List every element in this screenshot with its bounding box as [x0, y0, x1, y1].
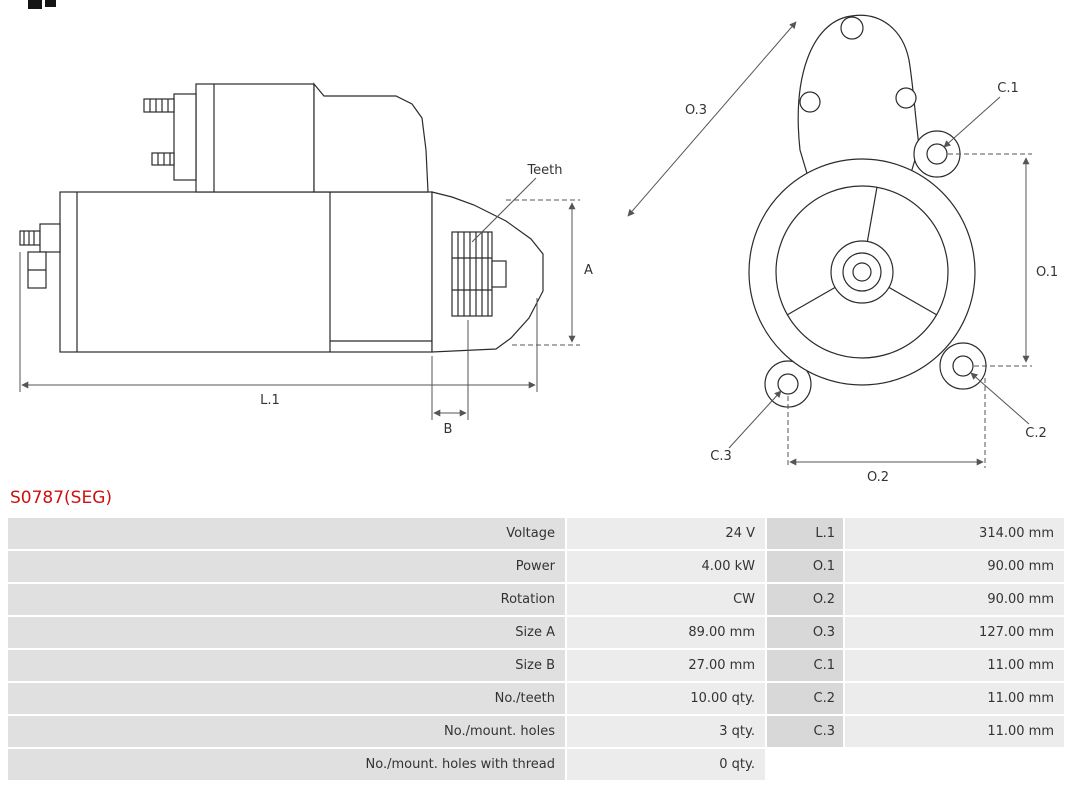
dim-l1-label: L.1: [260, 393, 280, 408]
spec-label: Size A: [8, 617, 565, 648]
dim-o2-label: O.2: [867, 470, 889, 485]
front-view-dimensions: [627, 21, 1032, 468]
dim-value: 127.00 mm: [845, 617, 1064, 648]
spec-value: 27.00 mm: [567, 650, 765, 681]
technical-drawing: Teeth A L.1 B: [19, 14, 1058, 485]
drive-housing-top: [313, 82, 429, 193]
spec-label: No./mount. holes: [8, 716, 565, 747]
tower-holes: [799, 16, 917, 113]
front-view: [748, 14, 987, 408]
dim-value: [845, 749, 1064, 780]
part-number: S0787(SEG): [10, 488, 113, 508]
spec-label: Size B: [8, 650, 565, 681]
terminal-stud-left: [19, 223, 61, 289]
center-hub: [830, 240, 894, 304]
dim-value: 11.00 mm: [845, 650, 1064, 681]
dim-c2-label: C.2: [1025, 426, 1046, 441]
dim-label: O.1: [767, 551, 843, 582]
dim-c1-label: C.1: [997, 81, 1018, 96]
side-view-labels: Teeth A L.1 B: [260, 163, 593, 437]
dim-o1-label: O.1: [1036, 265, 1058, 280]
spec-value: 0 qty.: [567, 749, 765, 780]
front-view-labels: O.3 O.1 O.2 C.1 C.2 C.3: [685, 81, 1058, 485]
flange-tower: [797, 14, 920, 191]
spec-value: 4.00 kW: [567, 551, 765, 582]
teeth-label: Teeth: [526, 163, 562, 178]
mounting-holes: [777, 143, 974, 395]
dim-value: 11.00 mm: [845, 683, 1064, 714]
dim-label: [767, 749, 843, 780]
dim-label: C.3: [767, 716, 843, 747]
dim-label: C.1: [767, 650, 843, 681]
pinion-gear: [451, 231, 507, 317]
spec-label: No./teeth: [8, 683, 565, 714]
dim-label: L.1: [767, 518, 843, 549]
corner-logo-fragment: [28, 0, 56, 9]
dim-a-label: A: [584, 263, 593, 278]
dim-value: 90.00 mm: [845, 551, 1064, 582]
spec-label: Power: [8, 551, 565, 582]
dim-value: 314.00 mm: [845, 518, 1064, 549]
dim-label: O.3: [767, 617, 843, 648]
spec-label: Voltage: [8, 518, 565, 549]
solenoid: [173, 83, 315, 193]
dim-label: C.2: [767, 683, 843, 714]
dim-b-label: B: [444, 422, 453, 437]
spec-value: 89.00 mm: [567, 617, 765, 648]
side-view: [19, 82, 544, 353]
spec-label: No./mount. holes with thread: [8, 749, 565, 780]
spec-value: CW: [567, 584, 765, 615]
motor-body: [59, 191, 433, 353]
spec-label: Rotation: [8, 584, 565, 615]
dim-c3-label: C.3: [710, 449, 731, 464]
side-view-dimensions: [19, 177, 580, 420]
solenoid-terminals: [143, 98, 175, 166]
dim-value: 11.00 mm: [845, 716, 1064, 747]
dim-o3-label: O.3: [685, 103, 707, 118]
dim-value: 90.00 mm: [845, 584, 1064, 615]
spec-value: 3 qty.: [567, 716, 765, 747]
dim-label: O.2: [767, 584, 843, 615]
spec-value: 24 V: [567, 518, 765, 549]
spec-value: 10.00 qty.: [567, 683, 765, 714]
spec-table: Voltage 24 V L.1 314.00 mm Power 4.00 kW…: [8, 518, 1072, 780]
